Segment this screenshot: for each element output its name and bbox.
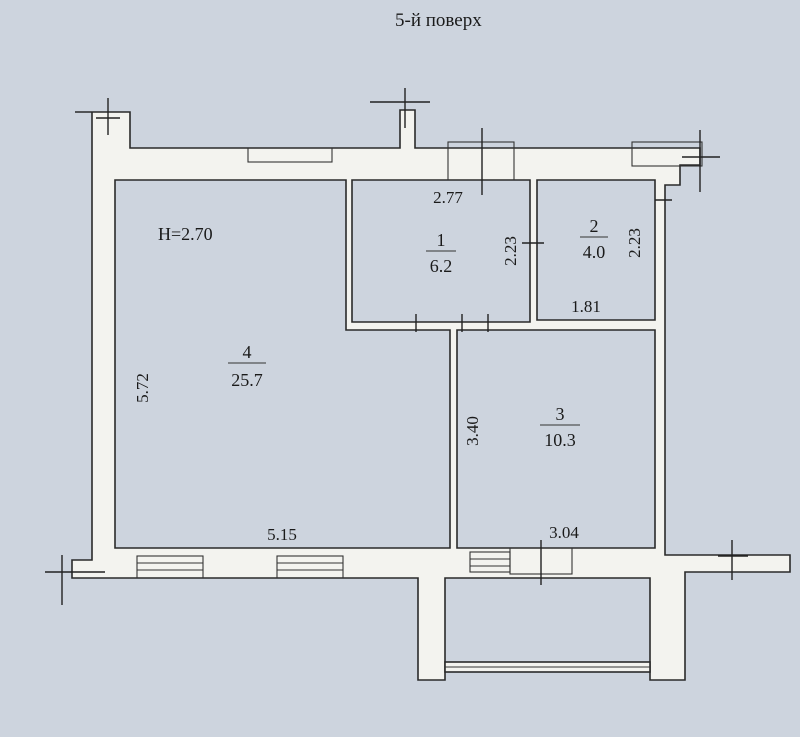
room-3-number: 3 — [556, 404, 565, 424]
room-1-number: 1 — [437, 230, 446, 250]
dim-room1-width: 2.77 — [433, 188, 463, 207]
room-4-number: 4 — [243, 342, 252, 362]
dim-room2-height: 2.23 — [625, 228, 644, 258]
dim-room4-width: 5.15 — [267, 525, 297, 544]
room-2 — [536, 179, 656, 321]
dim-room2-width: 1.81 — [571, 297, 601, 316]
room-3-area: 10.3 — [544, 430, 576, 450]
door-openings — [415, 199, 672, 332]
room-2-area: 4.0 — [583, 242, 606, 262]
room-3 — [456, 329, 656, 549]
axis-markers — [45, 88, 748, 605]
dim-room3-height: 3.40 — [463, 416, 482, 446]
floor-title: 5-й поверх — [395, 10, 482, 31]
room-labels: 1 6.2 2 4.0 3 10.3 4 25.7 H=2.70 — [158, 216, 608, 450]
dim-room1-height: 2.23 — [501, 236, 520, 266]
room-4 — [114, 179, 451, 549]
dim-room3-width: 3.04 — [549, 523, 579, 542]
room-2-number: 2 — [590, 216, 599, 236]
rooms — [114, 179, 656, 549]
room-4-area: 25.7 — [231, 370, 263, 390]
ceiling-height: H=2.70 — [158, 224, 213, 244]
room-1-area: 6.2 — [430, 256, 453, 276]
dimensions: 2.77 2.23 2.23 1.81 3.40 3.04 5.72 5.15 — [133, 188, 644, 544]
dim-room4-height: 5.72 — [133, 373, 152, 403]
